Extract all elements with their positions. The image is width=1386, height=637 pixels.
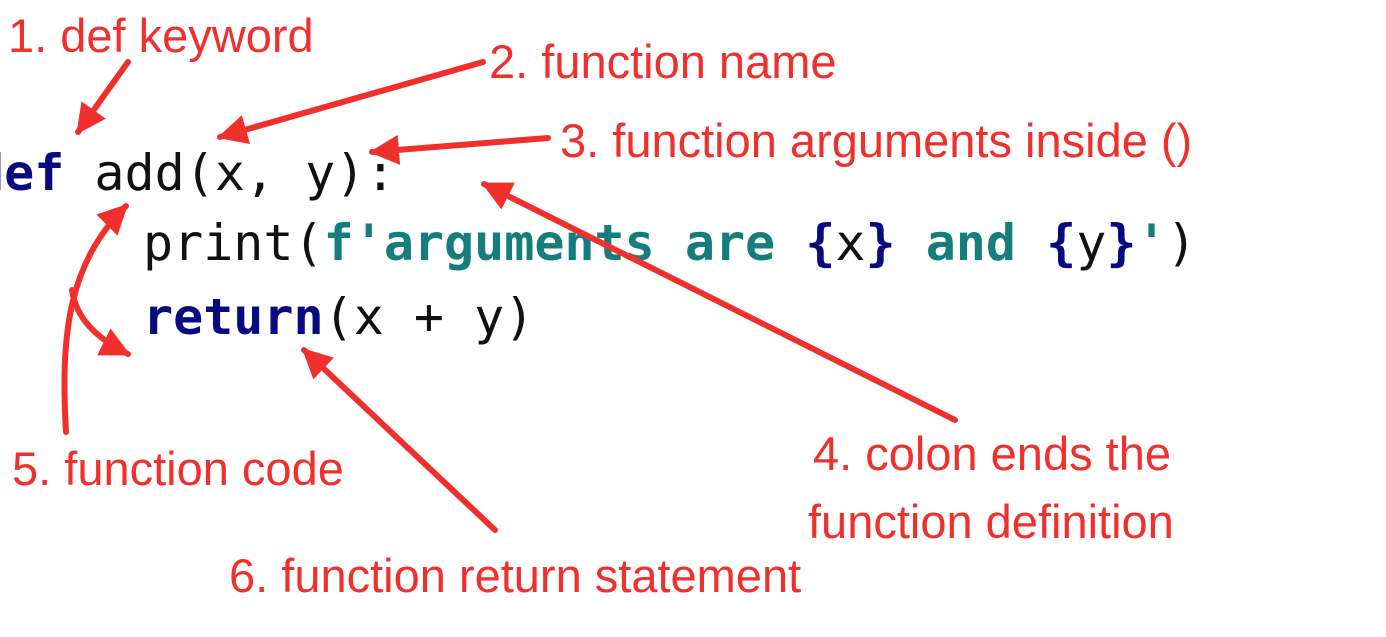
arrow-colon [481, 181, 958, 423]
fstring-brace-close: } [865, 214, 895, 272]
arrow-function-code-up [61, 203, 129, 435]
label-def-keyword: 1. def keyword [8, 9, 314, 62]
arrow-def-keyword [75, 59, 131, 135]
fstring-end: ' [1136, 214, 1166, 272]
arrow-function-code-side [69, 287, 131, 357]
label-function-code: 5. function code [12, 442, 344, 495]
print-call-end: ) [1167, 214, 1197, 272]
return-expression: (x + y) [324, 288, 535, 346]
fstring-brace-open: { [1046, 214, 1076, 272]
label-function-name: 2. function name [489, 35, 837, 88]
code-line-print: print(f'arguments are {x} and {y}') [143, 214, 1197, 272]
label-colon-line1: 4. colon ends the [813, 427, 1171, 480]
annotation-labels: 1. def keyword 2. function name 3. funct… [8, 9, 1192, 602]
label-function-arguments: 3. function arguments inside () [560, 114, 1192, 167]
fstring-brace-open: { [805, 214, 835, 272]
fstring-middle: and [896, 214, 1047, 272]
fstring-var-y: y [1076, 214, 1106, 272]
code-line-return: return(x + y) [143, 288, 534, 346]
function-signature: add(x, y): [64, 144, 395, 202]
code-block: def add(x, y): print(f'arguments are {x}… [0, 144, 1197, 346]
print-call: print( [143, 214, 324, 272]
arrow-function-arguments [369, 134, 551, 165]
annotation-arrows [61, 59, 958, 533]
fstring-brace-close: } [1106, 214, 1136, 272]
return-keyword: return [143, 288, 324, 346]
arrow-function-name [217, 59, 486, 145]
arrow-return-statement [301, 347, 498, 533]
label-colon-line2: function definition [808, 495, 1174, 548]
def-keyword: def [0, 144, 64, 202]
code-line-def: def add(x, y): [0, 144, 395, 202]
label-return-statement: 6. function return statement [229, 549, 801, 602]
fstring-var-x: x [835, 214, 865, 272]
